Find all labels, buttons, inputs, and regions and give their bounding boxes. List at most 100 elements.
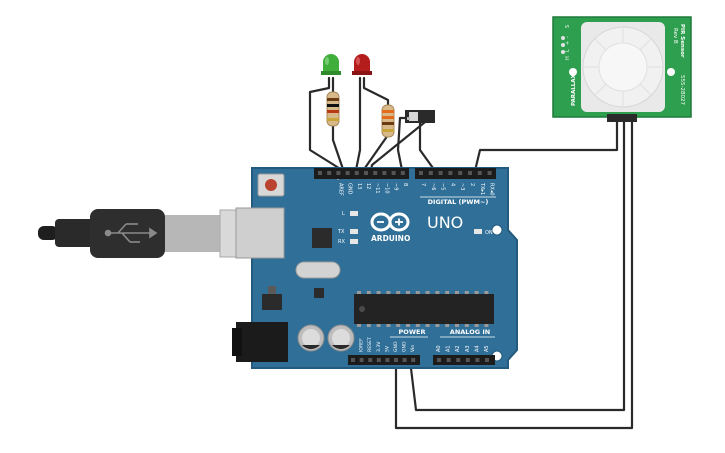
usb-cable [38, 209, 291, 258]
top-pin-label: ~3 [459, 183, 465, 190]
header-hole [385, 358, 390, 362]
resistor[interactable] [326, 91, 340, 127]
chip-pin [386, 324, 391, 327]
chip-pin [474, 291, 479, 294]
chip-pin [445, 324, 450, 327]
dc-power-jack-front [232, 328, 242, 356]
chip-pin [425, 291, 430, 294]
led-rx [350, 239, 358, 244]
usb-cable-strain-relief [55, 219, 95, 247]
wire-switch-mid [418, 116, 440, 177]
header-hole [456, 358, 461, 362]
header-hole [475, 358, 480, 362]
header-hole [345, 171, 350, 175]
pir-pin-label: S [565, 25, 571, 28]
arduino-logo-text: ARDUINO [371, 234, 410, 243]
chip-pin [464, 324, 469, 327]
header-hole [327, 171, 332, 175]
pir-pin-label: H [565, 56, 571, 60]
header-hole [351, 358, 355, 362]
red-led[interactable] [352, 54, 372, 75]
atmega-chip-pins [357, 291, 489, 327]
chip-pin [357, 291, 361, 294]
power-pin-label: RESET [367, 337, 373, 352]
pir-mounting-hole [569, 68, 577, 76]
top-pin-label: ~11 [374, 183, 380, 194]
chip-pin [366, 324, 371, 327]
pir-title: PIR Sensor [679, 24, 685, 58]
header-hole [359, 358, 364, 362]
header-hole [477, 171, 482, 175]
header-hole [465, 358, 470, 362]
power-pin-label: 5V [384, 345, 390, 352]
header-hole [400, 171, 405, 175]
led-l [350, 211, 358, 216]
top-header-holes [318, 171, 492, 175]
header-hole [428, 171, 433, 175]
power-pin-label: GND [402, 341, 408, 352]
top-pin-label: 2 [469, 183, 475, 186]
header-hole [354, 171, 359, 175]
pir-pin-pads [561, 36, 565, 54]
top-pin-label: TX▸1 [479, 182, 485, 195]
pir-pin-label: + [565, 41, 571, 45]
wire-pir-signal [472, 118, 619, 177]
top-header-left [314, 168, 409, 179]
resistor[interactable] [381, 104, 395, 138]
wires [308, 76, 634, 430]
analog-header [433, 355, 495, 365]
pir-mounting-hole [667, 68, 675, 76]
top-pin-label: GND [347, 183, 353, 195]
power-pin-label: Vin [410, 345, 416, 352]
wire-pir-gnd [408, 118, 626, 412]
header-hole [373, 171, 378, 175]
mounting-hole [491, 224, 503, 236]
header-hole [336, 171, 341, 175]
power-pin-label: GND [393, 341, 399, 352]
analog-pin-label: A2 [455, 345, 461, 352]
led-rx-label: RX [338, 239, 345, 245]
chip-pin [425, 324, 430, 327]
usb-plug-neck [165, 215, 225, 252]
wire-resistor1-to-gnd [331, 124, 347, 177]
chip-pin [386, 291, 391, 294]
atmega-chip-notch [359, 306, 365, 312]
header-hole [419, 171, 423, 175]
voltage-regulator [262, 294, 282, 310]
header-hole [437, 358, 441, 362]
header-hole [394, 358, 398, 362]
chip-pin [366, 291, 371, 294]
header-hole [458, 171, 463, 175]
arduino-logo [370, 212, 410, 232]
led-on-label: ON [485, 230, 493, 236]
slide-switch[interactable] [405, 110, 435, 123]
chip-pin [415, 324, 420, 327]
pir-pin-labels: S-+LH [565, 25, 571, 60]
dc-power-jack [236, 322, 288, 362]
chip-pin [435, 291, 440, 294]
reset-button-cap[interactable] [265, 179, 277, 191]
top-pin-label: 8 [402, 183, 408, 186]
header-hole [468, 171, 472, 175]
header-hole [364, 171, 368, 175]
usb-symbol-icon [104, 223, 158, 243]
chip-pin [376, 291, 381, 294]
board-model: UNO [427, 213, 463, 232]
analog-pin-label: A0 [436, 345, 442, 352]
top-pin-label: ~6 [430, 183, 436, 190]
analog-pin-label: A4 [474, 345, 480, 352]
pir-brand: PARALLAX [571, 73, 577, 106]
digital-header-label: DIGITAL (PWM~) [428, 198, 489, 206]
chip-pin [455, 291, 459, 294]
power-pin-label: IOREF [359, 338, 365, 352]
green-led[interactable] [321, 54, 341, 75]
chip-pin [406, 291, 410, 294]
pir-pin-header [607, 114, 637, 122]
wire-red-led-to-gnd [353, 76, 362, 177]
led-on [474, 229, 482, 234]
usb-cable-tip [38, 226, 58, 240]
